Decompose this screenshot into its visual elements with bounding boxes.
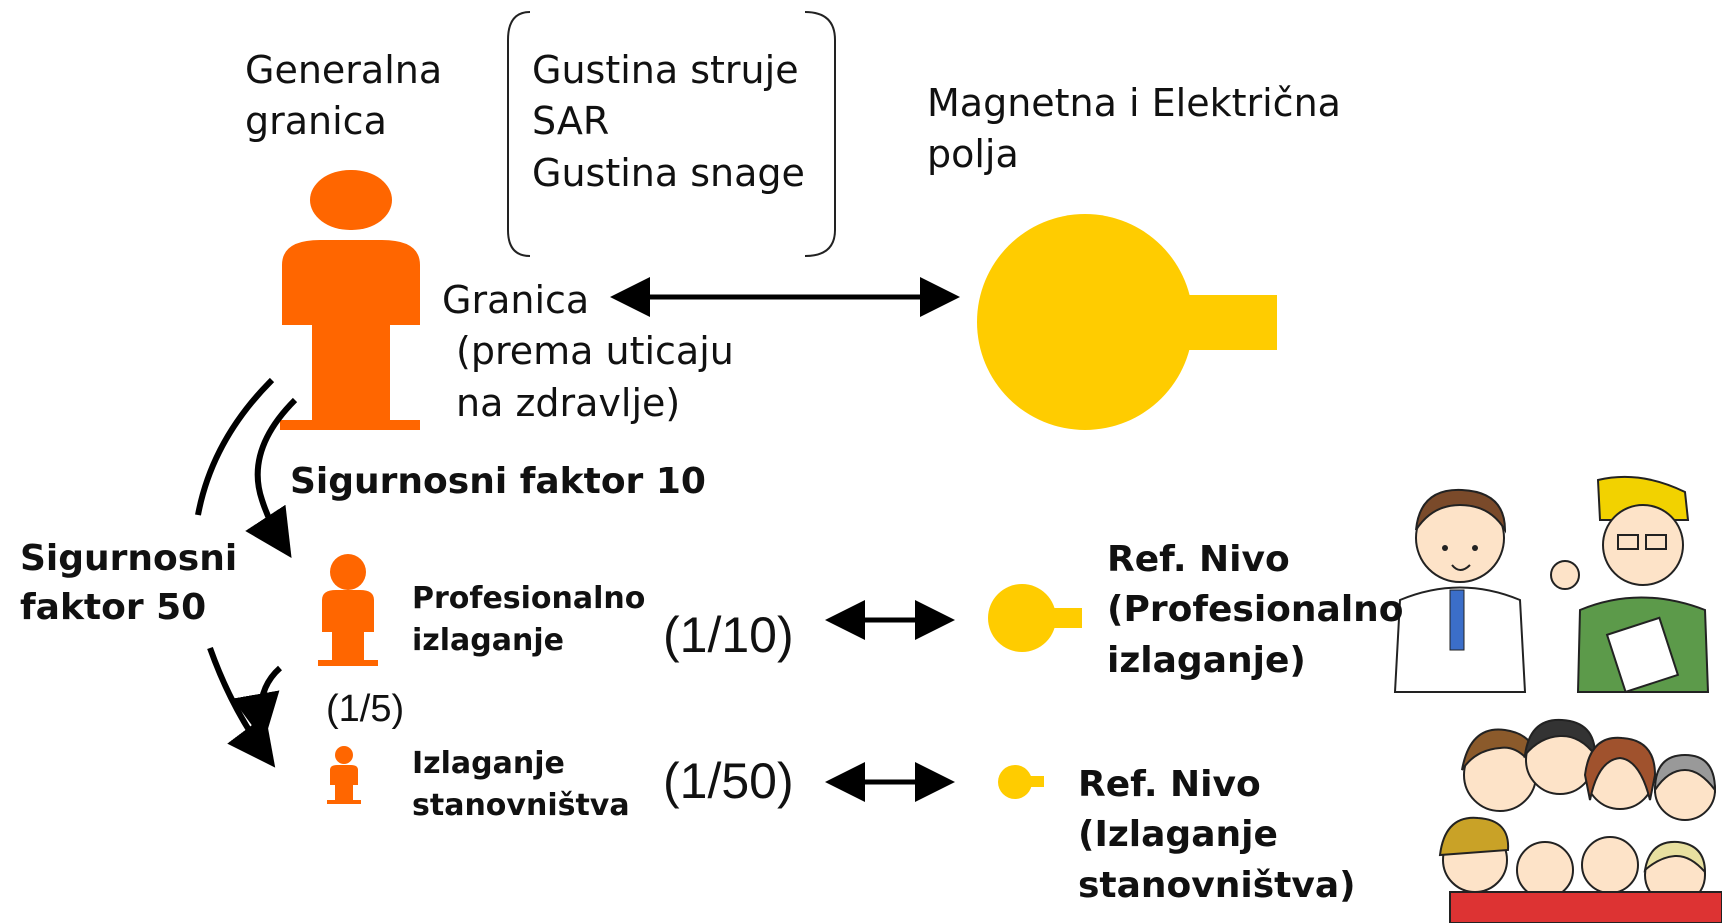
safety-factor-10-label: Sigurnosni faktor 10 <box>290 461 706 502</box>
ref-level-occupational: Ref. Nivo (Profesionalno izlaganje) <box>1107 539 1404 681</box>
general-limit-label: Generalna granica <box>245 48 443 144</box>
quantities-bracket <box>507 11 836 257</box>
ref-level-public: Ref. Nivo (Izlaganje stanovništva) <box>1078 764 1356 906</box>
limit-label: Granica (prema uticaju na zdravlje) <box>442 278 734 425</box>
quantities-list: Gustina struje SAR Gustina snage <box>532 45 805 199</box>
person-icon <box>318 554 378 666</box>
safety-factor-50-label: Sigurnosni faktor 50 <box>20 538 238 628</box>
crowd-illustration <box>1438 718 1722 923</box>
field-probe-icon <box>988 584 1082 652</box>
safety-factor-50-arrow <box>195 377 275 516</box>
person-icon <box>327 746 361 804</box>
occupational-label: Profesionalno izlaganje <box>412 581 646 658</box>
quantity-item: Gustina snage <box>532 150 805 195</box>
ratio-step: (1/5) <box>326 688 405 730</box>
ratio-occupational: (1/10) <box>663 607 794 663</box>
field-probe-icon <box>977 214 1277 430</box>
quantity-item: Gustina struje <box>532 48 799 92</box>
safety-factor-10-arrow <box>245 397 298 559</box>
fields-label: Magnetna i Električna polja <box>927 81 1341 177</box>
step-ratio-arrow <box>232 665 283 742</box>
workers-illustration <box>1393 475 1710 694</box>
quantity-item: SAR <box>532 99 610 144</box>
person-icon <box>280 170 420 430</box>
public-label: Izlaganje stanovništva <box>412 746 630 823</box>
field-probe-icon <box>998 765 1044 799</box>
ratio-public: (1/50) <box>663 753 794 809</box>
